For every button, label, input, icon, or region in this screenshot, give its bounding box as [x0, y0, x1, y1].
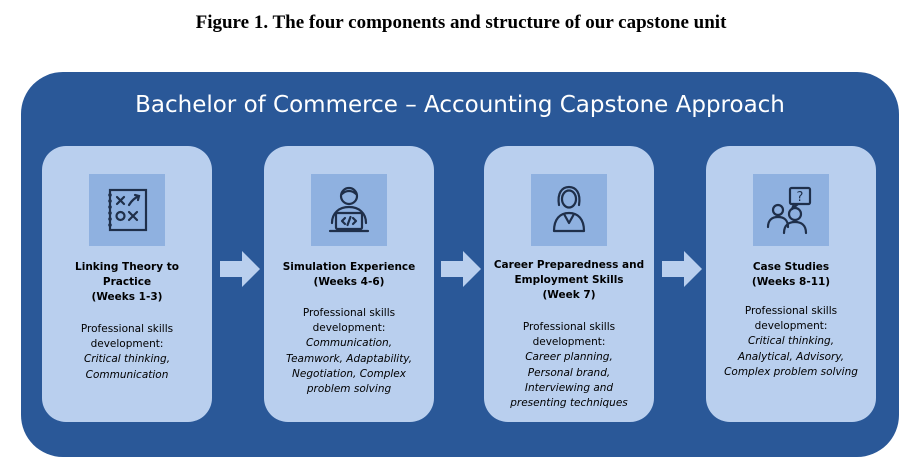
skills-text: Communication [85, 368, 169, 381]
component-card-case-studies: ? Case Studies (Weeks 8-11) Professional… [706, 146, 876, 422]
skills-text: Critical thinking, [747, 335, 835, 348]
flow-arrow [662, 251, 702, 287]
flow-arrow [441, 251, 481, 287]
icon-box: ? [753, 174, 829, 246]
skills-text: Communication, [305, 337, 393, 350]
discussion-question-icon: ? [766, 186, 812, 235]
component-card-theory: Linking Theory to Practice (Weeks 1-3) P… [42, 146, 212, 422]
component-card-career: Career Preparedness and Employment Skill… [484, 146, 654, 422]
icon-box [89, 174, 165, 246]
capstone-panel: Bachelor of Commerce – Accounting Capsto… [21, 72, 899, 457]
icon-box [531, 174, 607, 246]
businesswoman-icon [552, 185, 586, 233]
strategy-playbook-icon [108, 188, 148, 232]
skills-text: Teamwork, Adaptability, [285, 352, 413, 365]
figure-title: Figure 1. The four components and struct… [195, 12, 727, 33]
card-heading: Linking Theory to Practice (Weeks 1-3) [75, 261, 179, 304]
icon-box [311, 174, 387, 246]
card-heading: Case Studies (Weeks 8-11) [751, 261, 831, 289]
skills-text: Negotiation, Complex [292, 367, 406, 380]
component-card-simulation: Simulation Experience (Weeks 4-6) Profes… [264, 146, 434, 422]
card-body: Professional skills development: Critica… [712, 304, 870, 380]
flow-arrow [220, 251, 260, 287]
skills-text: Critical thinking, [83, 353, 171, 366]
panel-title: Bachelor of Commerce – Accounting Capsto… [135, 92, 785, 118]
card-body: Professional skills development: Critica… [48, 322, 206, 383]
skills-text: Personal brand, [527, 366, 611, 379]
card-heading: Simulation Experience (Weeks 4-6) [282, 261, 416, 289]
card-heading: Career Preparedness and Employment Skill… [493, 259, 645, 302]
svg-text:?: ? [797, 190, 804, 205]
skills-text: presenting techniques [510, 397, 628, 410]
skills-text: Interviewing and [524, 381, 614, 394]
skills-text: Analytical, Advisory, [737, 350, 845, 363]
card-body: Professional skills development: Career … [490, 320, 648, 411]
coder-laptop-icon [328, 186, 370, 233]
skills-text: Complex problem solving [724, 365, 858, 378]
card-body: Professional skills development: Communi… [270, 306, 428, 397]
skills-text: problem solving [306, 383, 392, 396]
skills-text: Career planning, [525, 351, 613, 364]
